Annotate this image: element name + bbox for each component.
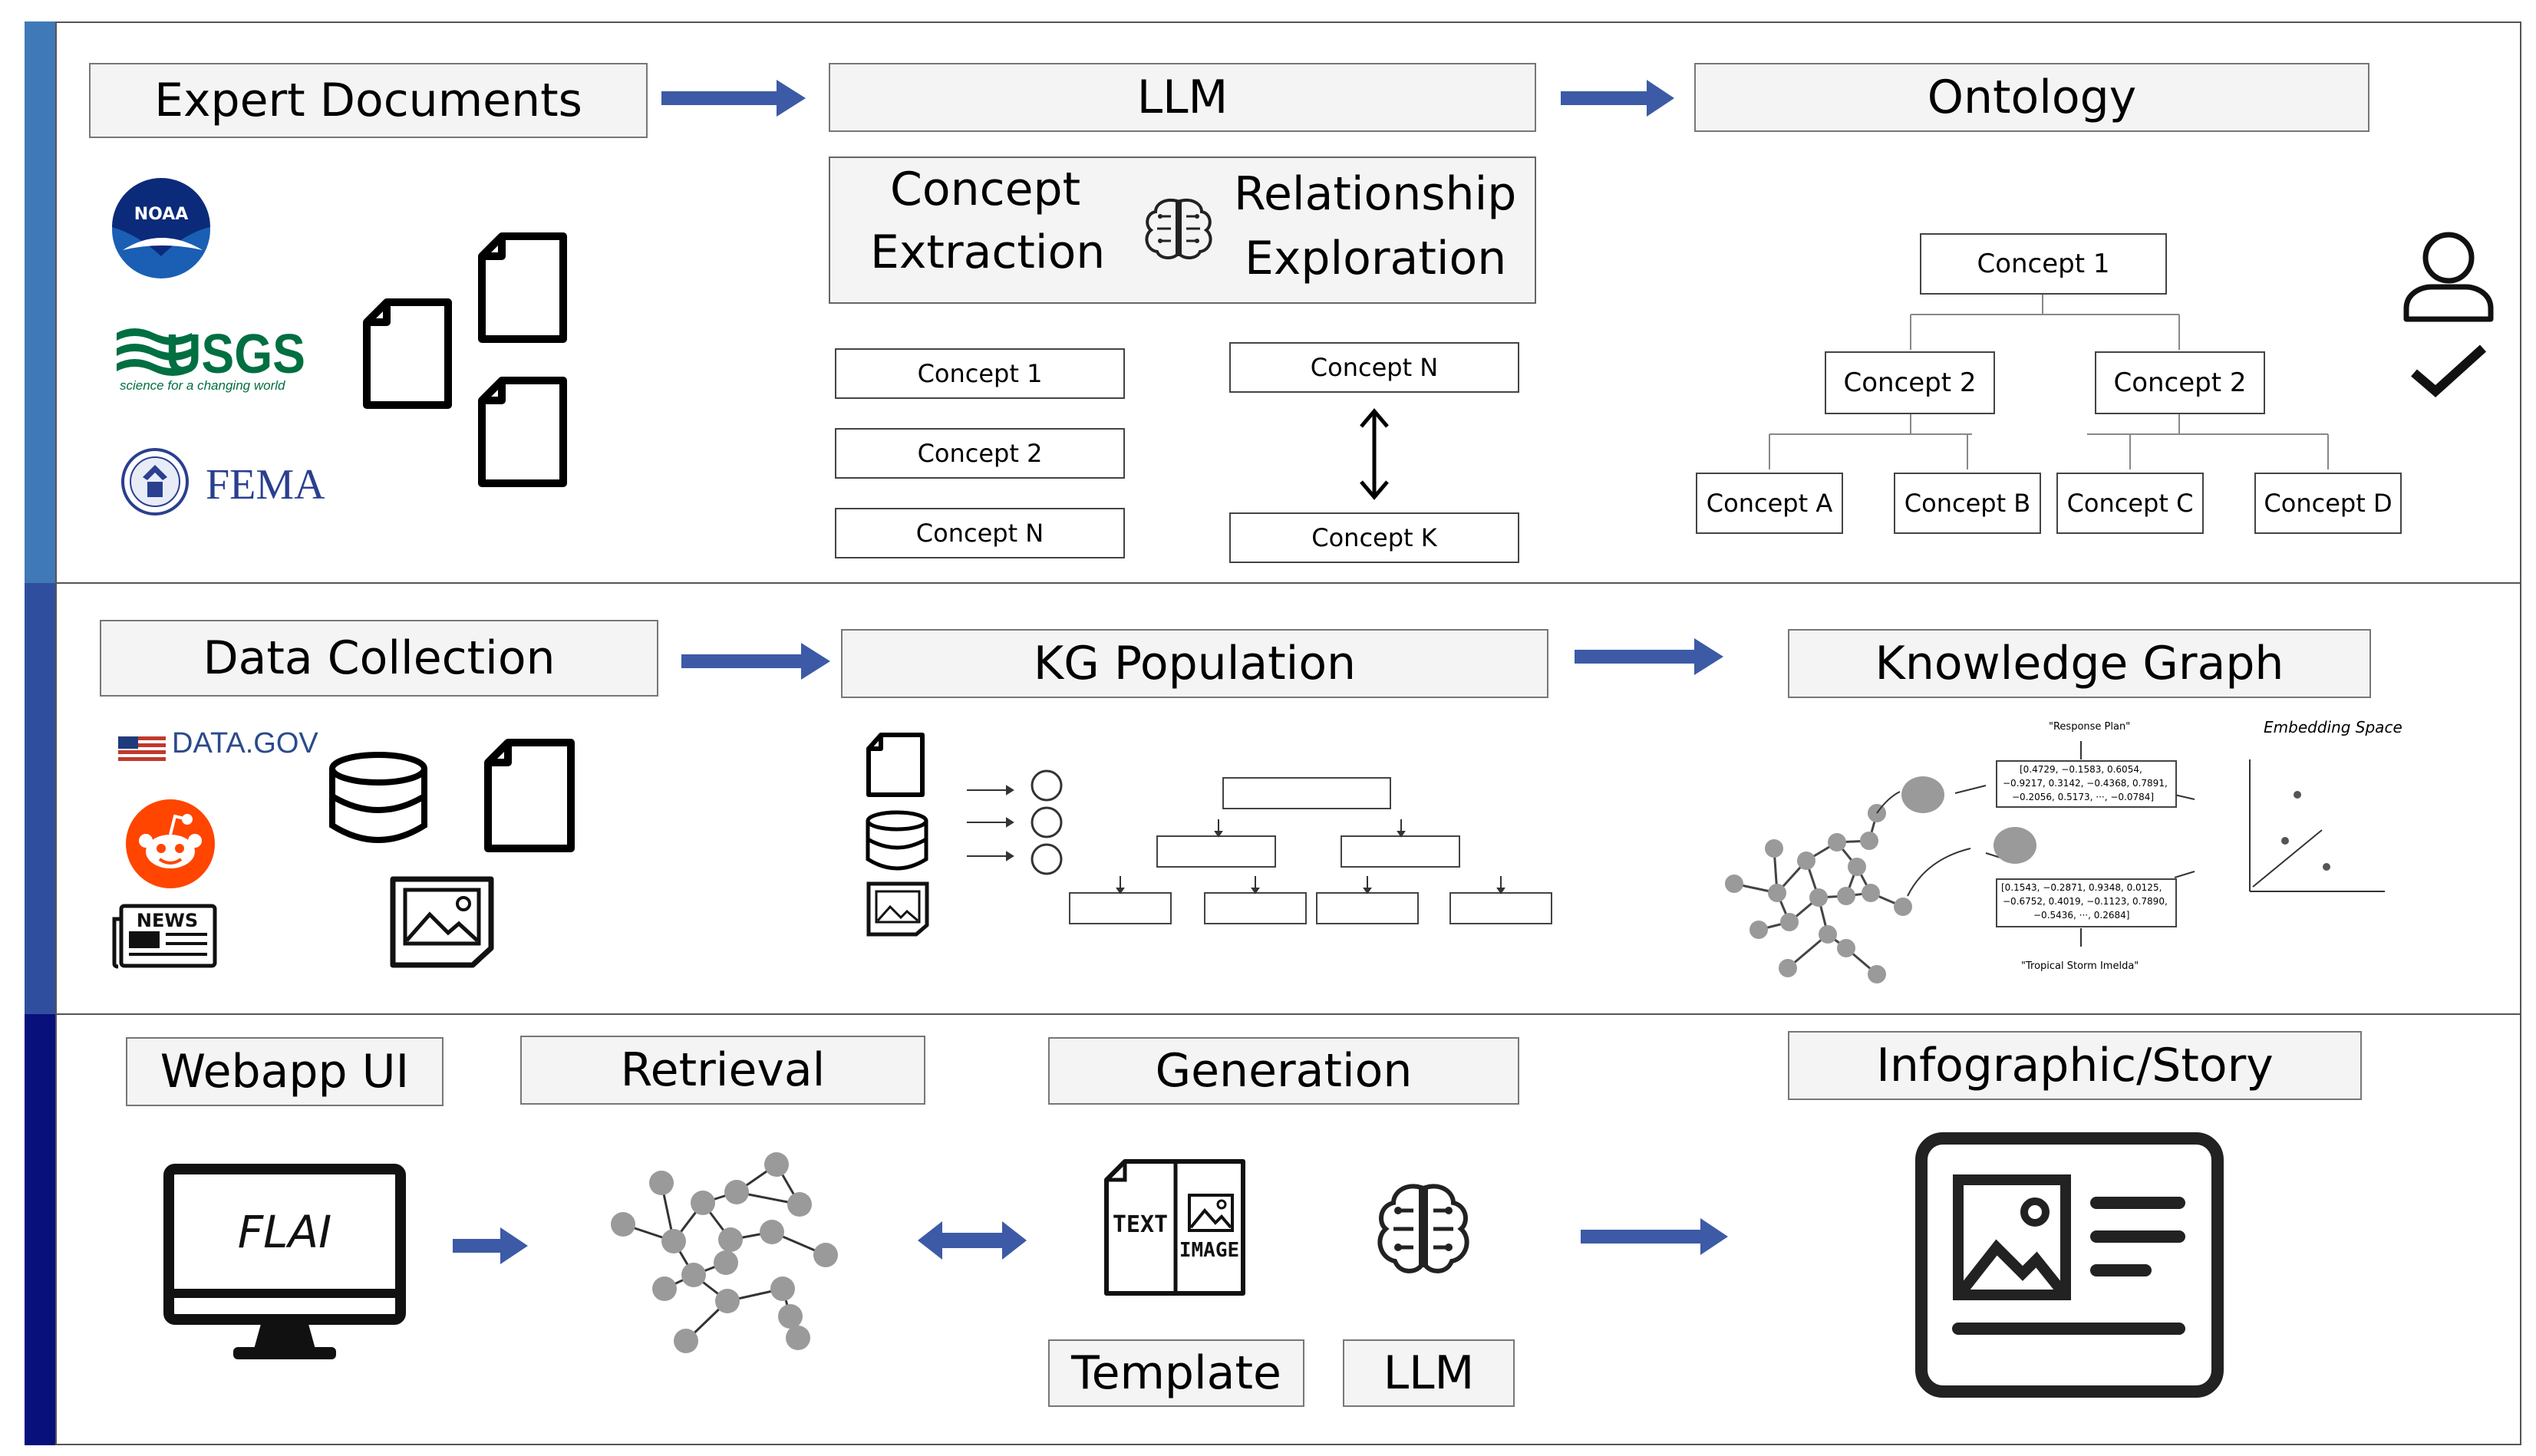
newspaper-icon: NEWS	[112, 904, 217, 969]
relationship-exploration-line1: Relationship	[1234, 167, 1517, 221]
row2-bar	[25, 583, 55, 1014]
bidirectional-arrow	[1360, 408, 1389, 500]
document-icon	[866, 733, 925, 797]
flow-arrow	[1561, 80, 1674, 117]
flai-text: FLAI	[238, 1206, 331, 1258]
relation-concept-box: Concept K	[1229, 512, 1519, 563]
vector1-line2: −0.9217, 0.3142, −0.4368, 0.7891,	[2003, 778, 2168, 789]
document-icon	[478, 377, 567, 487]
knowledge-graph-label: Knowledge Graph	[1788, 629, 2371, 698]
bidirectional-flow-arrow	[918, 1221, 1027, 1260]
noaa-text: NOAA	[134, 205, 189, 224]
ontology-leaf-concept: Concept B	[1894, 473, 2041, 534]
vector1-line1: [0.4729, −0.1583, 0.6054,	[2020, 764, 2142, 775]
webapp-ui-label: Webapp UI	[126, 1037, 444, 1106]
tropical-storm-text: "Tropical Storm Imelda"	[2021, 960, 2139, 972]
kg-population-label: KG Population	[841, 629, 1548, 698]
usgs-text: USGS	[166, 324, 305, 385]
outer-frame	[55, 21, 2521, 1445]
infographic-story-label: Infographic/Story	[1788, 1031, 2362, 1100]
ontology-mid-concept: Concept 2	[2095, 351, 2265, 414]
extracted-concept-box: Concept 2	[835, 428, 1125, 479]
flow-arrow	[453, 1227, 528, 1264]
monitor-icon: FLAI	[163, 1164, 406, 1359]
template-image-tag: IMAGE	[1179, 1239, 1239, 1262]
checkmark-icon	[2411, 344, 2487, 397]
document-icon	[478, 232, 567, 343]
ontology-leaf-concept: Concept C	[2056, 473, 2204, 534]
relationship-exploration-line2: Exploration	[1245, 232, 1507, 285]
template-label: Template	[1048, 1339, 1304, 1407]
response-plan-text: "Response Plan"	[2049, 721, 2131, 733]
template-text-tag: TEXT	[1113, 1211, 1168, 1238]
brain-icon	[1145, 199, 1212, 260]
ontology-leaf-concept: Concept D	[2254, 473, 2402, 534]
row3-bar	[25, 1014, 55, 1445]
row1-bar	[25, 21, 55, 583]
concept-extraction-line2: Extraction	[870, 226, 1106, 279]
document-icon	[363, 298, 452, 409]
ontology-root-concept: Concept 1	[1920, 233, 2167, 295]
data-collection-label: Data Collection	[100, 620, 658, 697]
generation-label: Generation	[1048, 1037, 1519, 1105]
embedding-space-text: Embedding Space	[2264, 718, 2402, 736]
vector1-line3: −0.2056, 0.5173, ···, −0.0784]	[2012, 792, 2155, 802]
retrieval-label: Retrieval	[520, 1036, 925, 1105]
database-icon	[329, 752, 427, 843]
expert-documents-label: Expert Documents	[89, 63, 648, 138]
ontology-leaf-concept: Concept A	[1696, 473, 1843, 534]
flow-arrow	[681, 643, 830, 680]
user-icon	[2403, 232, 2494, 322]
llm-label: LLM	[829, 63, 1536, 132]
usgs-tagline: science for a changing world	[120, 378, 285, 393]
vector2-line1: [0.1543, −0.2871, 0.9348, 0.0125,	[2001, 882, 2162, 893]
news-text: NEWS	[137, 910, 198, 931]
noaa-logo: NOAA	[112, 178, 210, 278]
image-icon	[866, 881, 929, 937]
row-divider	[55, 582, 2521, 584]
flow-arrow	[1581, 1218, 1728, 1255]
llm-process-box	[829, 156, 1536, 304]
data-gov-text: DATA.GOV	[172, 727, 318, 759]
ontology-label: Ontology	[1694, 63, 2369, 132]
reddit-icon	[126, 799, 215, 888]
image-icon	[390, 876, 494, 968]
llm-bottom-label: LLM	[1343, 1339, 1515, 1407]
concept-extraction-line1: Concept	[890, 163, 1081, 216]
fema-logo: FEMA	[121, 448, 325, 516]
us-flag-icon	[118, 736, 166, 761]
vector2-line3: −0.5436, ···, 0.2684]	[2033, 910, 2130, 921]
relation-concept-box: Concept N	[1229, 342, 1519, 393]
infographic-card-icon	[1915, 1132, 2224, 1398]
flow-arrow	[1575, 638, 1723, 675]
flow-arrow	[661, 80, 806, 117]
vector2-line2: −0.6752, 0.4019, −0.1123, 0.7890,	[2003, 896, 2168, 907]
extracted-concept-box: Concept N	[835, 508, 1125, 558]
row-divider	[55, 1013, 2521, 1015]
extracted-concept-box: Concept 1	[835, 348, 1125, 399]
brain-icon	[1377, 1184, 1469, 1273]
database-icon	[866, 810, 928, 871]
template-icon: TEXT IMAGE	[1104, 1159, 1245, 1296]
fema-text: FEMA	[206, 461, 325, 509]
document-icon	[484, 739, 575, 852]
usgs-logo: USGS science for a changing world	[117, 324, 305, 393]
ontology-mid-concept: Concept 2	[1825, 351, 1995, 414]
